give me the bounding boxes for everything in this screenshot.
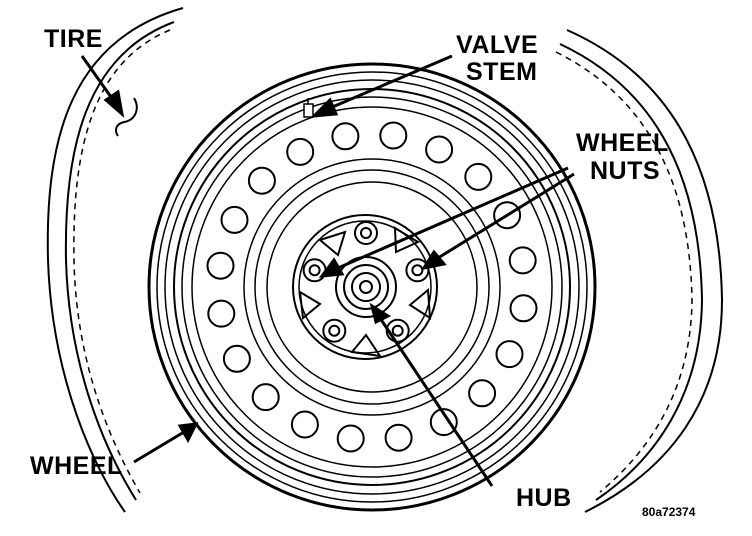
vent-hole	[495, 340, 524, 369]
hub-label: HUB	[516, 484, 572, 512]
vent-hole	[331, 122, 360, 151]
valve-stem-label-line2: STEM	[466, 58, 538, 86]
vent-hole	[508, 246, 537, 275]
vent-hole	[220, 205, 249, 234]
vent-hole	[509, 294, 538, 323]
vent-hole	[429, 408, 458, 437]
wheel-nut-stud	[328, 324, 341, 337]
wheel-nut-stud	[360, 227, 372, 239]
tire-outline	[46, 7, 724, 513]
valve-stem	[303, 98, 314, 118]
vent-hole	[286, 137, 315, 166]
vent-hole	[336, 424, 365, 453]
valve-stem-label-line1: VALVE	[456, 31, 539, 59]
vent-hole	[468, 379, 497, 408]
vent-hole	[251, 383, 280, 412]
vent-holes	[206, 121, 538, 453]
wheel-label: WHEEL	[30, 452, 123, 480]
wheel-nuts-label-line2: NUTS	[590, 157, 661, 185]
vent-hole	[206, 251, 235, 280]
vent-hole	[464, 162, 493, 191]
leader-lines	[80, 54, 575, 487]
wheel-nut-stud	[308, 264, 321, 277]
wheel-nuts-label-line1: WHEEL	[576, 129, 669, 157]
tire-label: TIRE	[44, 25, 103, 53]
vent-hole	[290, 410, 319, 439]
tire-hook-mark	[115, 97, 138, 137]
vent-hole	[247, 166, 276, 195]
vent-hole	[379, 121, 408, 150]
vent-hole	[425, 135, 454, 164]
wheel-nut-stud	[391, 324, 404, 337]
vent-hole	[222, 344, 251, 373]
tire-tread	[73, 29, 693, 494]
hub-plate	[292, 214, 438, 360]
vent-hole	[207, 299, 236, 328]
wheel-nut-stud	[411, 264, 424, 277]
figure-code: 80a72374	[642, 505, 696, 519]
vent-hole	[384, 423, 413, 452]
